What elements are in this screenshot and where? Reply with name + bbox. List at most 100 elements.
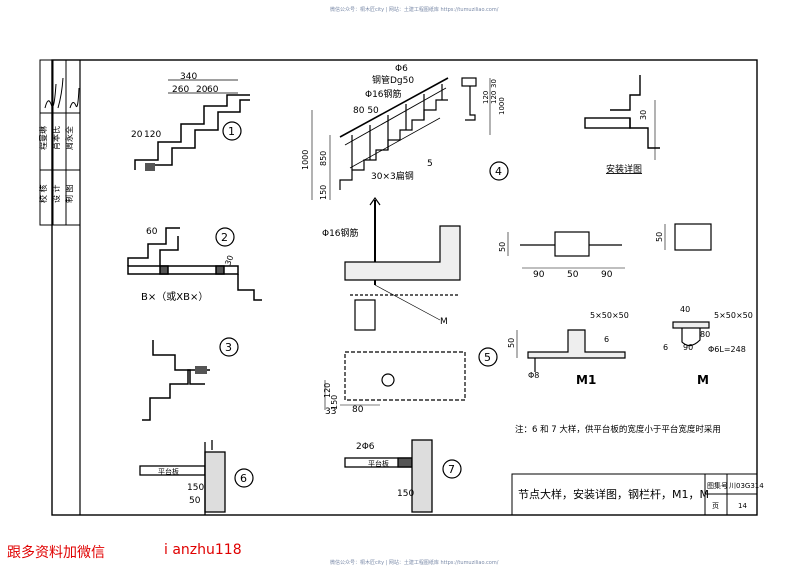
m-dim-50: 50 — [655, 232, 664, 242]
d6-dim-50: 50 — [189, 496, 201, 506]
title-block — [511, 473, 758, 516]
detail-5 — [324, 196, 466, 410]
m1-name: M1 — [576, 373, 596, 387]
detail-2 — [127, 227, 262, 301]
title-text: 节点大样，安装详图，钢栏杆，M1，M — [518, 487, 709, 501]
footer-contact-text: 跟多资料加微信 — [7, 545, 105, 561]
side-label-3: 制 图 — [64, 184, 74, 203]
d4-label-phi6: Φ6 — [395, 64, 408, 74]
m-dim-80: 80 — [700, 330, 710, 339]
m-dim-6: 6 — [663, 343, 668, 352]
d4-callout-number: 4 — [495, 165, 502, 178]
d7-callout-number: 7 — [448, 463, 455, 476]
d1-dim-340: 340 — [180, 72, 197, 82]
page-number: 14 — [738, 502, 747, 510]
watermark-bottom: 微信公众号：桐木匠city | 网站：土建工程图纸库 https://tumuz… — [330, 560, 499, 566]
d4-side-1000: 1000 — [498, 97, 506, 115]
side-block: 校 核 设 计 制 图 程曼琳 肖本氏 周永全 — [38, 59, 81, 226]
d1-dim-20b: 20 — [131, 130, 143, 140]
d6-callout-circle — [234, 468, 254, 488]
plate-m1-plan — [507, 231, 625, 269]
detail-7 — [344, 439, 433, 513]
watermark-top: 微信公众号：桐木匠city | 网站：土建工程图纸库 https://tumuz… — [330, 7, 499, 13]
d2-dim-60: 60 — [146, 227, 158, 237]
sheet-border — [51, 59, 758, 516]
d4-side-120a: 120 — [490, 91, 498, 104]
d2-dim-30: 30 — [223, 254, 235, 267]
d4-label-bar: Φ16钢筋 — [365, 88, 402, 100]
d6-label-platform: 平台板 — [158, 467, 179, 476]
page-label: 页 — [712, 502, 719, 510]
m1-dim-phi8: Φ8 — [528, 371, 539, 380]
d5-dim-120: 120 — [323, 383, 332, 398]
d1-dim-20: 20 — [196, 85, 208, 95]
d7-dim-150: 150 — [397, 489, 414, 499]
signature-1 — [44, 83, 57, 109]
d5-callout-number: 5 — [484, 351, 491, 364]
atlas-number: 川03G314 — [729, 482, 764, 490]
side-label-1: 校 核 — [38, 184, 48, 203]
plate-m-section — [672, 321, 710, 347]
atlas-label: 图集号 — [707, 481, 728, 490]
m1-dim-90a: 90 — [533, 270, 545, 280]
signature-3 — [69, 87, 80, 109]
d3-callout-number: 3 — [225, 341, 232, 354]
d4-dim-1000: 1000 — [301, 150, 310, 170]
d5-label-bar: Φ16钢筋 — [322, 227, 359, 239]
m-name: M — [697, 373, 709, 387]
detail-4-section — [461, 77, 491, 135]
m1-dim-50a: 50 — [498, 242, 507, 252]
d7-label-platform: 平台板 — [368, 459, 389, 468]
install-dim-30: 30 — [639, 110, 648, 120]
d5-dim-150: 150 — [330, 395, 339, 410]
d5-dim-33: 33 — [325, 407, 336, 417]
d5-dim-80: 80 — [352, 405, 364, 415]
side-name-2: 肖本氏 — [51, 126, 61, 150]
d2-callout-number: 2 — [221, 231, 228, 244]
d4-label-5: 5 — [427, 159, 433, 169]
detail-4 — [311, 77, 449, 200]
m1-dim-90b: 90 — [601, 270, 613, 280]
detail-1 — [134, 79, 250, 171]
d1-dim-60: 60 — [207, 85, 219, 95]
d7-label-2phi6: 2Φ6 — [356, 442, 375, 452]
d4-side-120b: 120 — [482, 91, 490, 104]
m1-dim-50c: 50 — [507, 338, 516, 348]
d6-dim-150: 150 — [187, 483, 204, 493]
m-dim-phi6: Φ6L=248 — [708, 345, 746, 354]
d1-dim-260: 260 — [172, 85, 189, 95]
note-text: 注：6 和 7 大样，供平台板的宽度小于平台宽度时采用 — [515, 424, 721, 435]
side-name-3: 周永全 — [64, 126, 74, 150]
d6-callout-number: 6 — [240, 472, 247, 485]
install-detail — [584, 75, 660, 160]
d4-dim-150: 150 — [319, 185, 328, 200]
m-dim-40: 40 — [680, 305, 690, 314]
plate-m-plan — [664, 223, 712, 251]
d4-callout-circle — [489, 161, 509, 181]
d5-callout-circle — [478, 347, 498, 367]
m1-dim-angle: 5×50×50 — [590, 311, 629, 320]
signature-2 — [57, 77, 64, 109]
install-caption: 安装详图 — [606, 163, 642, 175]
d1-callout-circle — [222, 121, 242, 141]
m1-dim-50b: 50 — [567, 270, 579, 280]
d4-label-8050: 80 50 — [353, 106, 379, 116]
d1-dim-120: 120 — [144, 130, 161, 140]
footer-wechat-id: i anzhu118 — [164, 542, 242, 558]
side-label-2: 设 计 — [51, 184, 61, 203]
m-dim-angle: 5×50×50 — [714, 311, 753, 320]
d4-dim-850: 850 — [319, 151, 328, 166]
m-dim-90: 90 — [683, 343, 693, 352]
detail-6 — [139, 440, 226, 515]
d4-side-30: 30 — [490, 79, 498, 88]
d2-label: B×（或XB×） — [141, 291, 208, 303]
d4-label-flat: 30×3扁钢 — [371, 170, 414, 182]
side-name-1: 程曼琳 — [38, 126, 48, 150]
d3-callout-circle — [219, 337, 239, 357]
d7-callout-circle — [442, 459, 462, 479]
d5-label-M: M — [440, 317, 448, 327]
detail-3 — [142, 340, 210, 421]
plate-m1-section — [516, 329, 626, 372]
d1-callout-number: 1 — [228, 125, 235, 138]
